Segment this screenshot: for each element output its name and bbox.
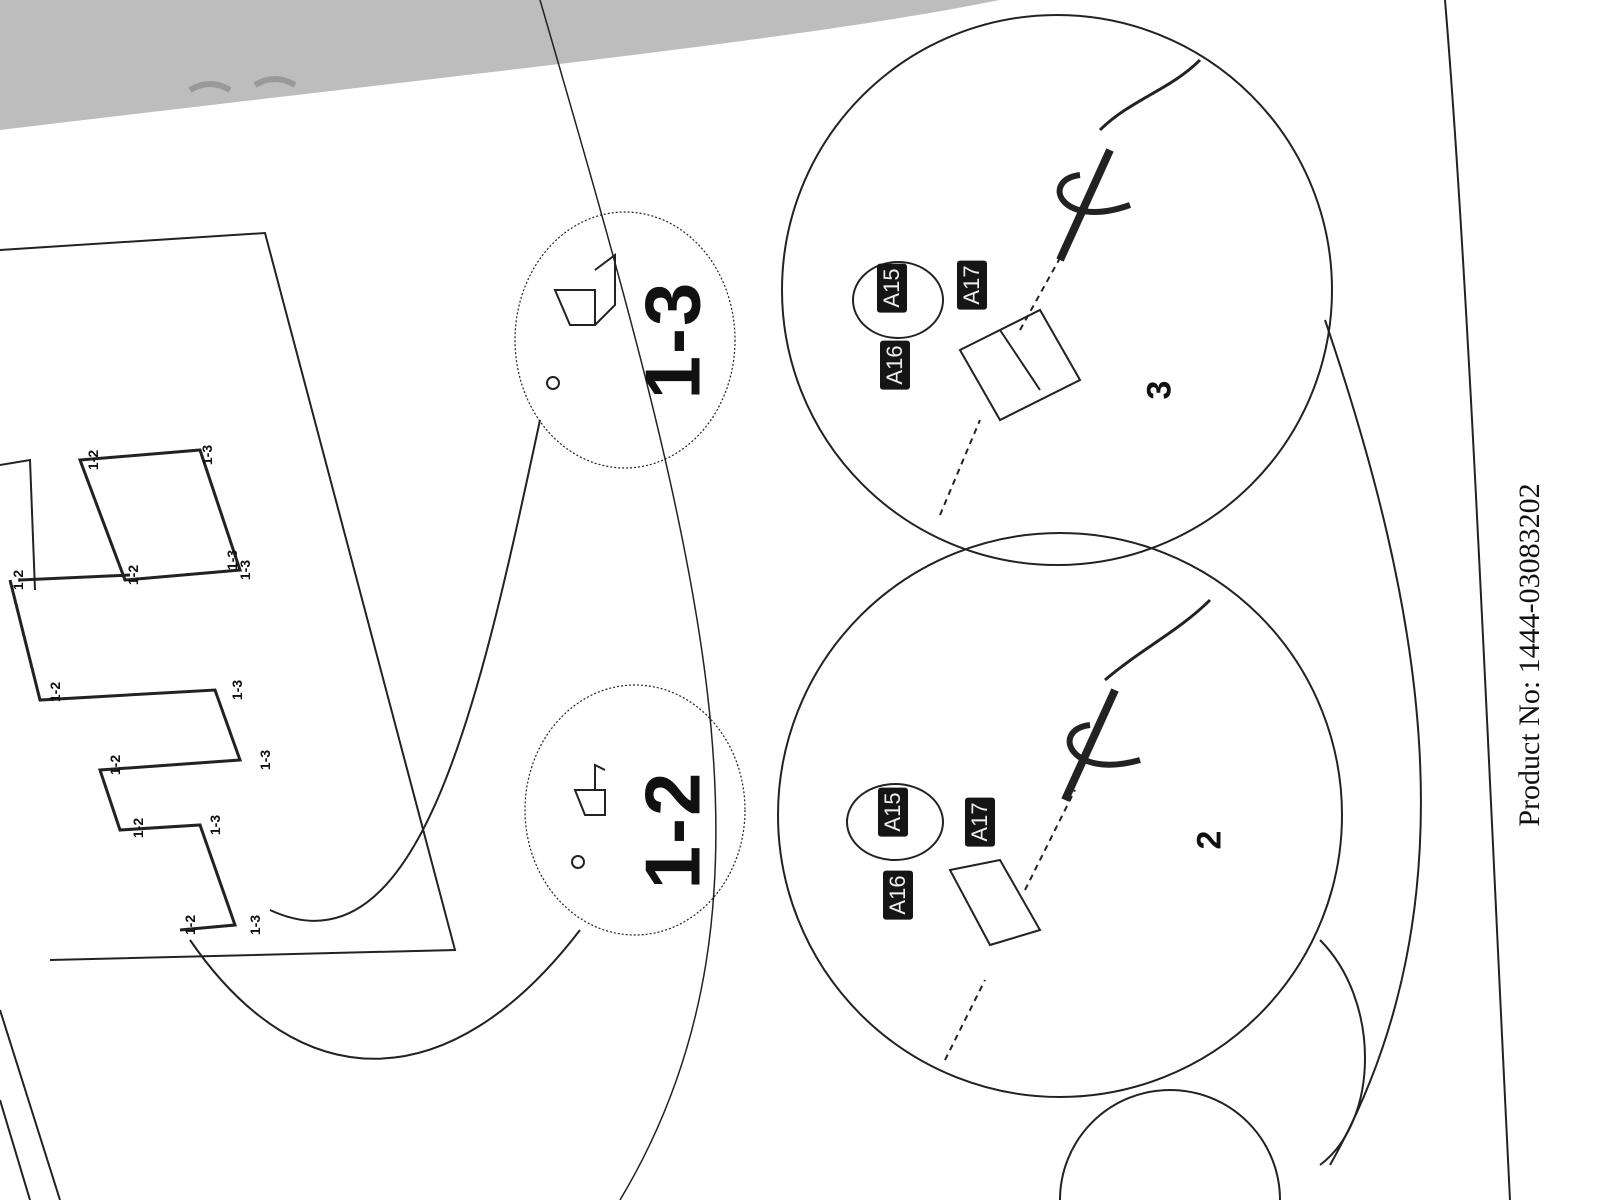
frame-parts bbox=[8, 448, 243, 932]
callout-1-2 bbox=[524, 684, 746, 936]
next-detail-circle bbox=[1059, 1089, 1281, 1200]
step-number-3: 3 bbox=[1140, 380, 1179, 400]
detail-circle-2 bbox=[777, 532, 1343, 1098]
circle-2-leader bbox=[1319, 939, 1366, 1166]
panel-outline bbox=[0, 231, 457, 961]
panel-label: 1-3 bbox=[229, 679, 245, 701]
panel-label: 1-2 bbox=[10, 569, 26, 591]
part-tag-a16: A16 bbox=[880, 340, 910, 390]
rotate-arrow-icon bbox=[1056, 172, 1141, 768]
detail-circle-3 bbox=[781, 14, 1333, 566]
bracket-3 bbox=[958, 308, 1082, 422]
hole-icon bbox=[546, 376, 560, 390]
callout-1-3 bbox=[514, 211, 736, 469]
panel-label: 1-3 bbox=[224, 549, 240, 571]
panel-label: 1-2 bbox=[182, 914, 198, 936]
step-number-2: 2 bbox=[1190, 830, 1229, 850]
bracket-2 bbox=[948, 858, 1042, 947]
page-border-line bbox=[1444, 0, 1511, 1200]
bracket-icon bbox=[553, 253, 616, 326]
hole-icon bbox=[571, 855, 585, 869]
product-number: Product No: 1444-03083202 bbox=[1513, 483, 1546, 827]
panel-label: 1-3 bbox=[199, 444, 215, 466]
screw-axis bbox=[939, 239, 1076, 1061]
callout-1-2-leader bbox=[189, 929, 581, 1060]
hand-screwdriver bbox=[1098, 58, 1212, 682]
paper-fold-shadow bbox=[0, 0, 1000, 130]
part-tag-a15: A15 bbox=[877, 263, 907, 313]
panel-label: 1-2 bbox=[47, 681, 63, 703]
callout-1-3-leader bbox=[269, 419, 541, 922]
panel-label: 1-2 bbox=[125, 564, 141, 586]
panel-label: 1-3 bbox=[207, 814, 223, 836]
panel-label: 1-2 bbox=[107, 754, 123, 776]
staples bbox=[188, 76, 297, 93]
panel-edge-lines bbox=[0, 1009, 61, 1200]
screwdriver-shaft bbox=[1056, 148, 1119, 802]
panel-label: 1-3 bbox=[247, 914, 263, 936]
panel-label: 1-2 bbox=[130, 817, 146, 839]
highlight-ring-2 bbox=[846, 783, 944, 861]
part-tag-a17: A17 bbox=[957, 260, 987, 310]
part-tag-a16: A16 bbox=[883, 870, 913, 920]
callout-label-1-3: 1-3 bbox=[628, 280, 717, 400]
panel-label: 1-2 bbox=[85, 449, 101, 471]
circle-3-leader bbox=[1324, 319, 1422, 1166]
callout-label-1-2: 1-2 bbox=[628, 770, 717, 890]
part-tag-a17: A17 bbox=[965, 797, 995, 847]
part-tag-a15: A15 bbox=[878, 787, 908, 837]
frame-part-left bbox=[0, 458, 36, 591]
bracket-icon bbox=[573, 763, 606, 816]
highlight-ring-3 bbox=[852, 261, 944, 339]
fold-line bbox=[539, 0, 717, 1200]
panel-label: 1-3 bbox=[257, 749, 273, 771]
